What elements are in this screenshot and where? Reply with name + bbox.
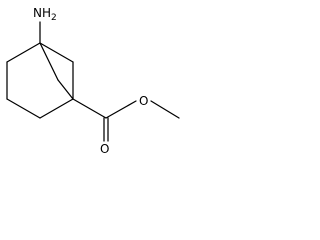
bond-c4-c5: [39, 98, 74, 119]
bond-c3-c4: [6, 98, 41, 119]
ester-oxygen-label: O: [139, 94, 148, 108]
bond-c5-carbonyl-carbon: [72, 98, 107, 119]
bond-bridge-c5: [57, 79, 74, 100]
carbonyl-oxygen-label: O: [100, 142, 109, 156]
bond-ester-oxygen-methyl: [150, 100, 180, 119]
chemical-structure: NH2 O O: [6, 6, 180, 156]
amine-label: NH2: [33, 6, 57, 23]
bond-c1-c6: [39, 42, 74, 63]
bond-c1-c2: [6, 42, 41, 63]
bond-c1-bridge: [39, 42, 59, 81]
bond-carbonyl-ester-oxygen: [105, 100, 137, 119]
